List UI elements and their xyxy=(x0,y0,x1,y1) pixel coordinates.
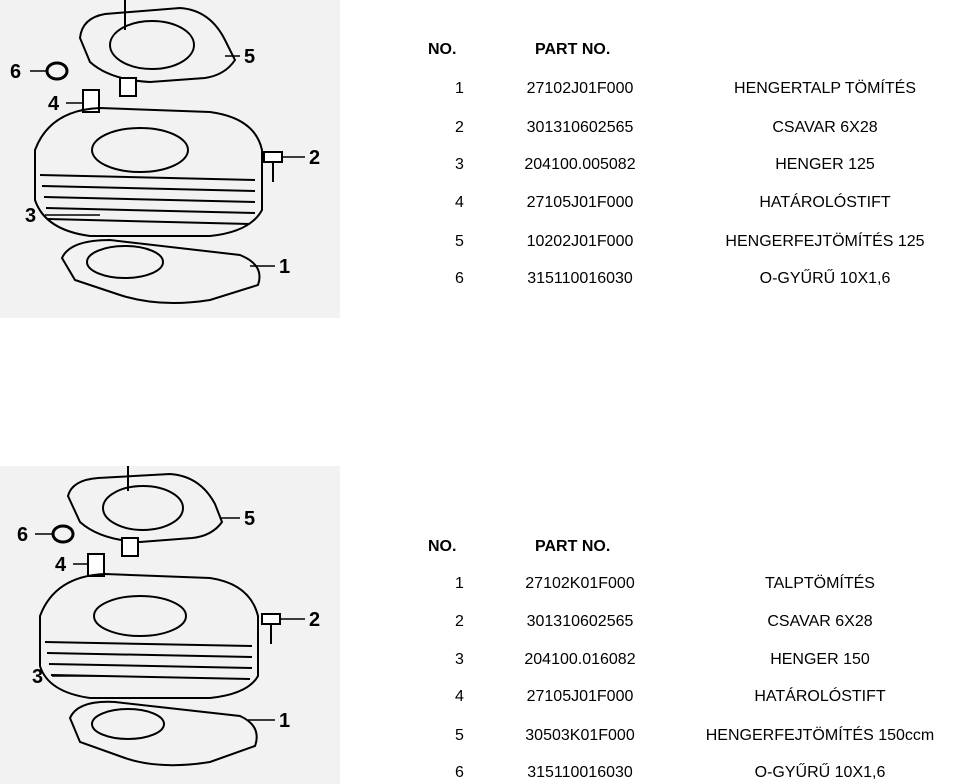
callout-1: 1 xyxy=(279,256,290,278)
callout-5: 5 xyxy=(244,46,255,68)
row-no: 5 xyxy=(455,727,464,744)
cylinder-head-gasket xyxy=(66,466,224,544)
header-part-no: PART NO. xyxy=(535,41,611,58)
row-part-no: 204100.005082 xyxy=(524,156,636,173)
row-no: 1 xyxy=(455,575,464,592)
row-description: O-GYŰRŰ 10X1,6 xyxy=(759,270,891,287)
row-part-no: 204100.016082 xyxy=(524,651,636,668)
callout-3: 3 xyxy=(25,205,36,227)
row-no: 6 xyxy=(455,764,464,781)
callout-2: 2 xyxy=(309,609,320,631)
callout-3: 3 xyxy=(32,666,43,688)
header-no: NO. xyxy=(428,41,457,58)
dowel-pin xyxy=(87,537,139,577)
row-description: HENGER 125 xyxy=(775,156,875,173)
row-part-no: 30503K01F000 xyxy=(525,727,635,744)
row-description: HENGERFEJTÖMÍTÉS 125 xyxy=(725,233,925,250)
callout-6: 6 xyxy=(10,61,21,83)
row-no: 4 xyxy=(455,688,464,705)
row-no: 3 xyxy=(455,156,464,173)
callout-4: 4 xyxy=(55,554,67,576)
row-description: HENGER 150 xyxy=(770,651,870,668)
row-no: 1 xyxy=(455,80,464,97)
callout-leaders xyxy=(30,55,305,267)
row-description: CSAVAR 6X28 xyxy=(772,119,878,136)
row-description: O-GYŰRŰ 10X1,6 xyxy=(754,764,886,781)
row-description: TALPTÖMÍTÉS xyxy=(765,575,875,592)
row-part-no: 27105J01F000 xyxy=(526,194,634,211)
callout-1: 1 xyxy=(279,710,290,732)
base-gasket xyxy=(68,700,258,767)
row-no: 3 xyxy=(455,651,464,668)
row-no: 6 xyxy=(455,270,464,287)
row-part-no: 315110016030 xyxy=(527,270,633,287)
row-no: 4 xyxy=(455,194,464,211)
row-part-no: 10202J01F000 xyxy=(526,233,634,250)
row-no: 2 xyxy=(455,613,464,630)
row-description: HATÁROLÓSTIFT xyxy=(759,194,891,211)
cylinder-block xyxy=(39,572,259,699)
base-gasket xyxy=(60,238,261,305)
row-no: 5 xyxy=(455,233,464,250)
dowel-pin xyxy=(82,77,137,113)
header-part-no: PART NO. xyxy=(535,538,611,555)
row-part-no: 315110016030 xyxy=(527,764,633,781)
callout-2: 2 xyxy=(309,147,320,169)
cylinder-block xyxy=(34,106,263,237)
row-no: 2 xyxy=(455,119,464,136)
row-description: HATÁROLÓSTIFT xyxy=(754,688,886,705)
cylinder-exploded-diagram-125: 5 6 4 2 3 1 xyxy=(0,0,340,318)
row-description: HENGERFEJTÖMÍTÉS 150ccm xyxy=(705,727,935,744)
row-part-no: 27105J01F000 xyxy=(526,688,634,705)
header-no: NO. xyxy=(428,538,457,555)
row-part-no: 27102J01F000 xyxy=(526,80,634,97)
row-part-no: 27102K01F000 xyxy=(525,575,635,592)
cylinder-exploded-diagram-150: 5 6 4 2 3 1 xyxy=(0,466,340,784)
row-description: HENGERTALP TÖMÍTÉS xyxy=(734,80,916,97)
row-part-no: 301310602565 xyxy=(526,613,634,630)
callout-leaders xyxy=(35,517,305,721)
callout-5: 5 xyxy=(244,508,255,530)
callout-6: 6 xyxy=(17,524,28,546)
row-description: CSAVAR 6X28 xyxy=(767,613,873,630)
callout-4: 4 xyxy=(48,93,60,115)
o-ring xyxy=(45,61,69,81)
row-part-no: 301310602565 xyxy=(526,119,634,136)
